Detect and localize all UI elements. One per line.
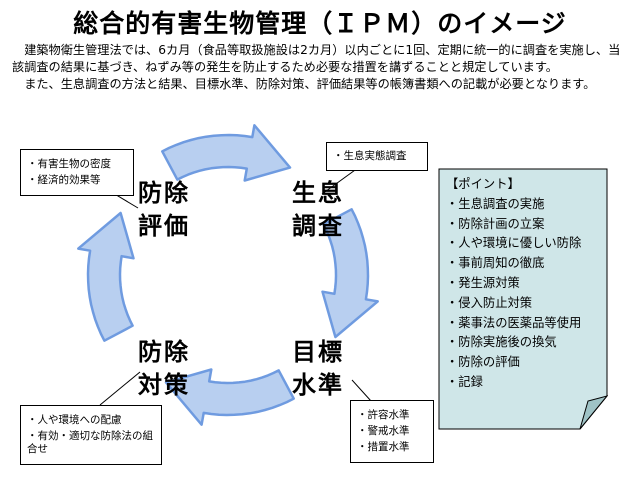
points-item: ・防除の評価 — [446, 355, 520, 370]
note-survey: ・生息実態調査 — [326, 142, 428, 171]
points-box: 【ポイント】 ・生息調査の実施 ・防除計画の立案 ・人や環境に優しい防除 ・事前… — [438, 168, 608, 430]
arrow-target-to-measures — [164, 368, 295, 426]
points-item: ・事前周知の徹底 — [446, 256, 545, 271]
points-item: ・記録 — [446, 374, 483, 389]
arrow-measures-to-evaluation — [77, 211, 135, 342]
points-item: ・防除計画の立案 — [446, 216, 545, 231]
intro-paragraph-2: また、生息調査の方法と結果、目標水準、防除対策、評価結果等の帳簿書類への記載が必… — [24, 77, 596, 91]
node-evaluation: 防除 評価 — [138, 179, 190, 240]
connector-measures — [99, 371, 141, 406]
intro-text: 建築物衛生管理法では、6カ月（食品等取扱施設は2カ月）以内ごとに1回、定期に統一… — [12, 42, 630, 93]
points-item: ・人や環境に優しい防除 — [446, 236, 582, 251]
page-title: 総合的有害生物管理（ＩＰＭ）のイメージ — [73, 9, 567, 38]
note-target: ・許容水準 ・警戒水準 ・措置水準 — [350, 400, 434, 463]
points-box-shape — [438, 168, 608, 430]
arrow-survey-to-target — [321, 208, 379, 339]
points-item: ・侵入防止対策 — [446, 295, 533, 310]
node-measures: 防除 対策 — [138, 338, 190, 399]
node-survey: 生息 調査 — [292, 179, 344, 240]
connector-target — [351, 379, 372, 402]
intro-paragraph-1: 建築物衛生管理法では、6カ月（食品等取扱施設は2カ月）以内ごとに1回、定期に統一… — [12, 43, 621, 74]
arrow-evaluation-to-survey — [161, 124, 292, 182]
points-item: ・発生源対策 — [446, 275, 520, 290]
points-item: ・薬事法の医薬品等使用 — [446, 315, 582, 330]
note-evaluation: ・有害生物の密度 ・経済的効果等 — [20, 149, 134, 196]
points-heading: 【ポイント】 — [446, 177, 520, 191]
points-item: ・生息調査の実施 — [446, 196, 545, 211]
node-target: 目標 水準 — [292, 338, 344, 399]
note-measures: ・人や環境への配慮 ・有効・適切な防除法の組合せ — [20, 405, 162, 465]
points-item: ・防除実施後の換気 — [446, 335, 557, 350]
